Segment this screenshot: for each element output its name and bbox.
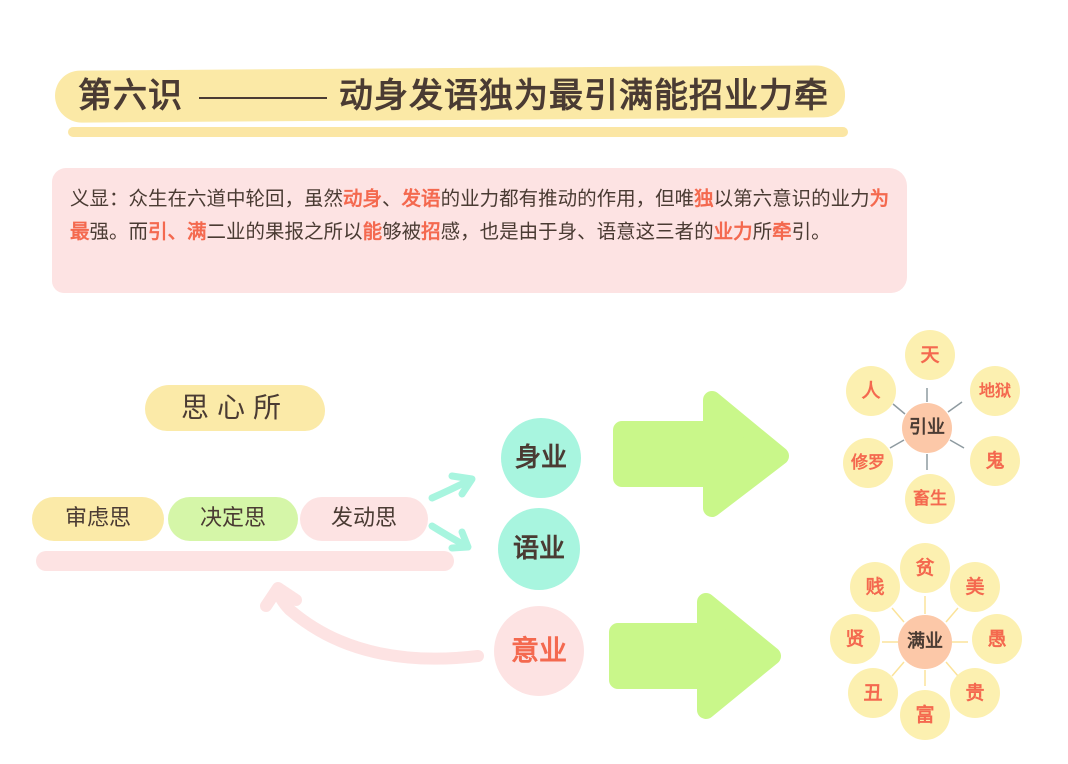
arrowhead-body-karma	[448, 472, 476, 498]
completing-spokes	[882, 596, 968, 686]
explanation-segment: 义显：众生在六道中轮回，虽然	[70, 187, 344, 210]
body-karma-node: 身业	[501, 418, 581, 498]
page-title: 第六识 动身发语独为最引满能招业力牵	[78, 76, 858, 116]
mental-factor-heading: 思心所	[180, 391, 289, 424]
trait-petal: 贫	[900, 543, 950, 593]
explanation-highlight: 牵	[772, 220, 792, 243]
trait-petal: 丑	[848, 668, 898, 718]
explanation-highlight: 业力	[713, 220, 753, 243]
trait-petal: 愚	[972, 614, 1022, 664]
projecting-spokes	[889, 388, 965, 470]
explanation-segment: 以第六意识的业力	[713, 187, 870, 210]
explanation-segment: 感，也是由于身、语意这三者的	[440, 220, 714, 243]
trait-petal: 贵	[950, 668, 1000, 718]
explanation-highlight: 为最	[70, 187, 890, 243]
explanation-segment: 所	[752, 220, 773, 243]
big-arrow-projecting	[613, 391, 789, 517]
arrowhead-mind-to-thought	[260, 582, 302, 612]
realm-petal: 鬼	[970, 436, 1020, 486]
realm-petal: 修罗	[843, 438, 893, 488]
explanation-highlight: 引、满	[148, 220, 207, 243]
explanation-segment: 引。	[791, 220, 831, 243]
explanation-highlight: 动身	[343, 187, 383, 210]
title-subject: 动身发语独为最引满能招业力牵	[339, 76, 829, 116]
trait-petal: 贱	[850, 562, 900, 612]
explanation-highlight: 发语	[401, 187, 441, 210]
explanation-segment: 的业力都有推动的作用，但唯	[440, 187, 695, 210]
arrowhead-speech-karma	[448, 528, 472, 552]
deliberation-thought: 审虑思	[32, 497, 164, 541]
trait-petal: 富	[900, 690, 950, 740]
realm-petal: 畜生	[905, 474, 955, 524]
completing-karma-center: 满业	[898, 615, 952, 669]
realm-petal: 人	[846, 366, 896, 416]
explanation-highlight: 能	[362, 220, 383, 243]
decision-thought: 决定思	[168, 497, 298, 541]
pink-underline-strip	[36, 551, 454, 571]
realm-petal: 天	[905, 330, 955, 380]
explanation-highlight: 独	[694, 187, 714, 210]
title-dash	[199, 96, 327, 99]
title-underline	[68, 127, 848, 137]
trait-petal: 美	[950, 562, 1000, 612]
mental-factor-heading-bg	[145, 385, 325, 431]
explanation-segment: 、	[382, 187, 402, 210]
explanation-text: 义显：众生在六道中轮回，虽然动身、发语的业力都有推动的作用，但唯独以第六意识的业…	[70, 182, 900, 248]
projecting-karma-center: 引业	[902, 403, 952, 453]
big-arrow-completing	[609, 593, 781, 719]
explanation-segment: 二业的果报之所以	[206, 220, 363, 243]
mind-karma-node: 意业	[494, 606, 584, 696]
speech-karma-node: 语业	[498, 508, 580, 590]
explanation-box	[52, 168, 907, 293]
arrow-mind-to-thought	[272, 584, 484, 665]
explanation-highlight: 招	[421, 220, 441, 243]
explanation-segment: 够被	[382, 220, 422, 243]
trait-petal: 贤	[830, 614, 880, 664]
title-lead: 第六识	[78, 76, 183, 116]
explanation-segment: 强。而	[89, 220, 149, 243]
realm-petal: 地狱	[970, 366, 1020, 416]
initiating-thought: 发动思	[300, 497, 428, 541]
